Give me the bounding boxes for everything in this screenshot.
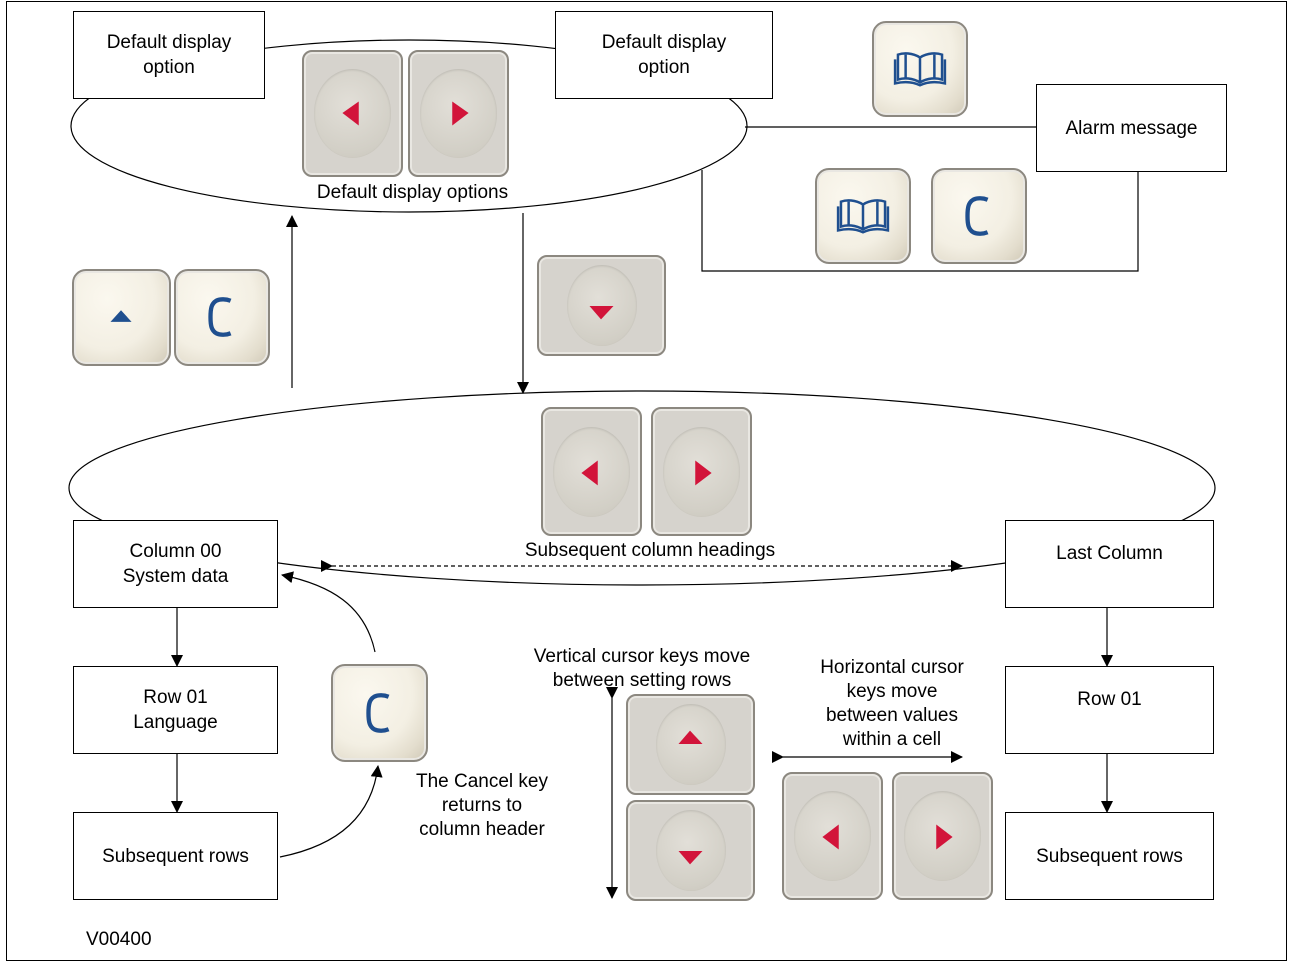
triangle-right-icon: [936, 824, 953, 850]
subsequent-to-cancel-curve: [279, 765, 383, 858]
alarm-loop: [701, 170, 1139, 272]
right-key-columns[interactable]: [651, 407, 752, 536]
triangle-left-icon: [581, 460, 598, 486]
subsequent-rows-right-box: Subsequent rows: [1005, 812, 1214, 900]
cancel-key-alarm[interactable]: [931, 168, 1027, 264]
cancel-key-note: The Cancel key returns to column header: [415, 771, 548, 840]
vertical-cursor-note: Vertical cursor keys move between settin…: [533, 646, 751, 691]
read-key-alarm[interactable]: [815, 168, 911, 264]
cancel-key-bottom[interactable]: [331, 664, 428, 762]
read-key-top[interactable]: [872, 21, 968, 117]
c-letter-icon: [366, 693, 390, 733]
left-key-top[interactable]: [302, 50, 403, 177]
book-icon: [836, 199, 890, 234]
down-key-middle[interactable]: [537, 255, 666, 356]
triangle-left-icon: [822, 824, 839, 850]
up-key-left[interactable]: [72, 269, 171, 366]
book-icon: [893, 52, 947, 87]
top-ellipse: [70, 39, 748, 213]
diagram-id-label: V00400: [86, 929, 152, 950]
triangle-down-icon: [589, 305, 614, 320]
subsequent-column-headings-label: Subsequent column headings: [524, 540, 776, 561]
right-key-rows[interactable]: [892, 772, 993, 900]
left-key-columns[interactable]: [541, 407, 642, 536]
left-key-rows[interactable]: [782, 772, 883, 900]
subsequent-rows-left-box: Subsequent rows: [73, 812, 278, 900]
alarm-message-box: Alarm message: [1036, 84, 1227, 172]
triangle-up-icon: [110, 310, 132, 322]
c-letter-icon: [965, 196, 989, 236]
column00-system-data-box: Column 00 System data: [73, 520, 278, 608]
right-key-top[interactable]: [408, 50, 509, 177]
up-key-rows[interactable]: [626, 694, 755, 795]
last-column-box: Last Column: [1005, 520, 1214, 608]
row01-language-box: Row 01 Language: [73, 666, 278, 754]
triangle-up-icon: [678, 730, 703, 745]
down-key-rows[interactable]: [626, 800, 755, 901]
cancel-return-curve: [281, 571, 376, 653]
diagram-frame: [6, 1, 1287, 961]
bottom-ellipse: [68, 390, 1216, 586]
c-letter-icon: [208, 297, 232, 337]
default-display-option-left: Default display option: [73, 11, 265, 99]
default-display-options-caption: Default display options: [316, 182, 509, 203]
cancel-key-left[interactable]: [174, 269, 270, 366]
triangle-down-icon: [678, 850, 703, 865]
triangle-right-icon: [695, 460, 712, 486]
horizontal-cursor-note: Horizontal cursor keys move between valu…: [820, 657, 964, 750]
row01-right-box: Row 01: [1005, 666, 1214, 754]
triangle-right-icon: [452, 101, 469, 126]
triangle-left-icon: [342, 101, 359, 126]
default-display-option-right: Default display option: [555, 11, 773, 99]
